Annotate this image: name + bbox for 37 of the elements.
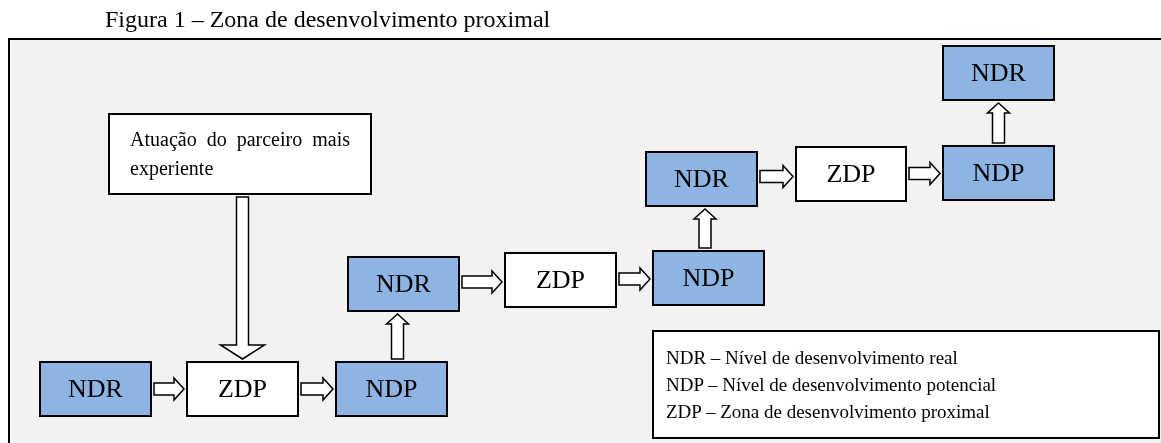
note-text: Atuação do parceiro mais experiente [130,127,350,182]
figure-title: Figura 1 – Zona de desenvolvimento proximal [105,5,551,34]
block-arrow [300,376,334,402]
box-label: NDP [682,263,735,293]
level-box [942,145,1055,201]
zone-box [504,252,617,308]
note-box [108,113,372,195]
block-arrow [461,269,503,295]
block-arrow [759,163,794,190]
block-arrow [153,376,185,402]
block-arrow [618,266,651,292]
level-box [347,256,460,312]
level-box [645,151,758,207]
legend-box [652,330,1160,439]
block-arrow [217,196,268,360]
box-label: NDR [376,269,431,299]
block-arrow [908,160,941,187]
level-box [39,361,152,417]
block-arrow [692,208,718,249]
block-arrow [384,313,411,360]
legend-entry: NDR – Nível de desenvolvimento real [666,346,959,370]
box-label: ZDP [217,374,268,404]
level-box [942,45,1055,101]
box-label: ZDP [535,265,586,295]
legend-entry: NDP – Nível de desenvolvimento potencial [666,373,998,397]
zone-box [795,146,907,202]
box-label: NDR [68,374,123,404]
block-arrow [985,102,1012,144]
level-box [335,361,448,417]
legend-entry: ZDP – Zona de desenvolvimento proximal [666,400,991,424]
zone-box [186,361,299,417]
box-label: NDR [674,164,729,194]
level-box [652,250,765,306]
box-label: NDR [971,58,1026,88]
box-label: NDP [365,374,418,404]
box-label: NDP [972,158,1025,188]
box-label: ZDP [826,159,876,189]
